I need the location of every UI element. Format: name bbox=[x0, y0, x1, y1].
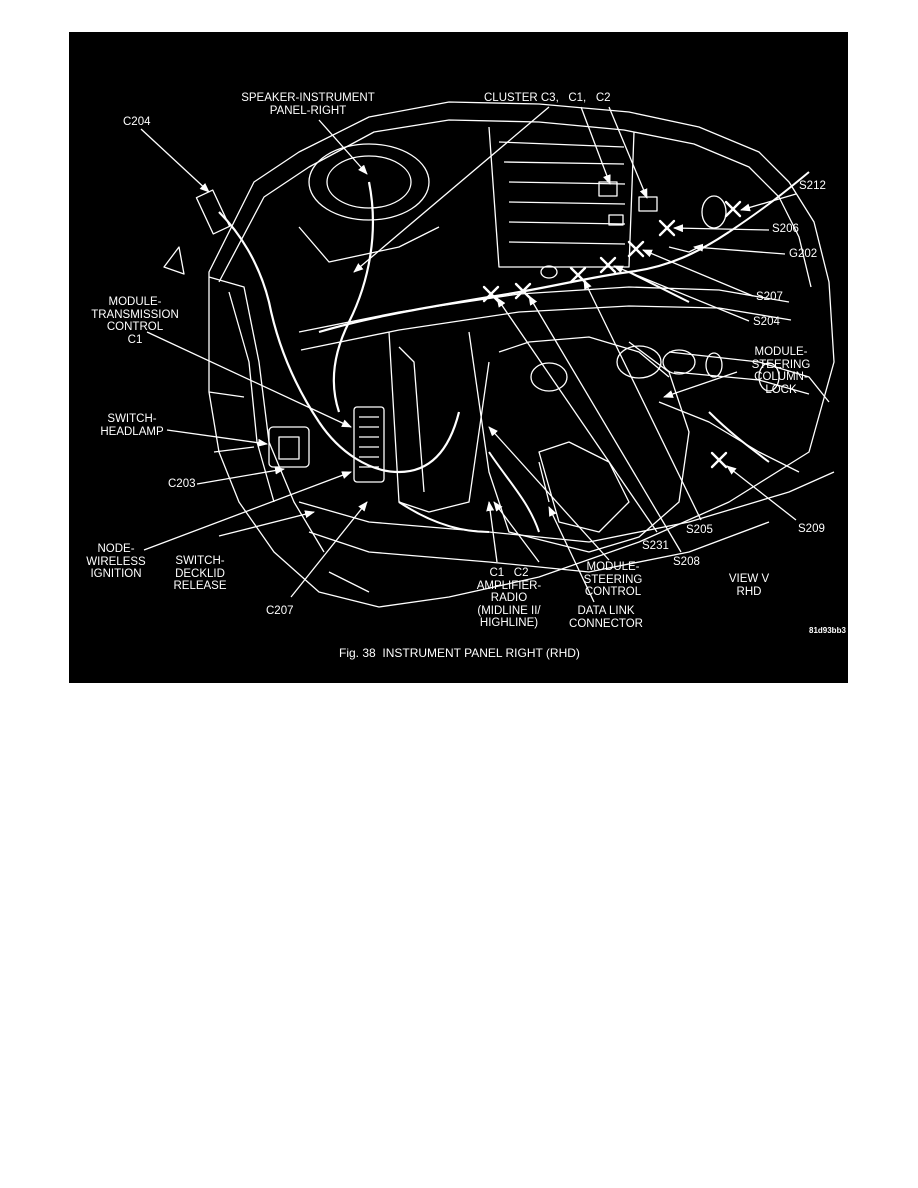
label-s208: S208 bbox=[673, 556, 700, 568]
splice-mark-s231 bbox=[482, 285, 500, 303]
label-data-link-connector: DATA LINK CONNECTOR bbox=[569, 605, 643, 630]
label-node-wireless-ignition: NODE- WIRELESS IGNITION bbox=[86, 543, 146, 580]
leader-cluster-c3 bbox=[353, 106, 550, 273]
leader-cluster-c2 bbox=[608, 106, 648, 199]
label-s204: S204 bbox=[753, 316, 780, 328]
figure-artwork bbox=[140, 101, 835, 608]
splice-mark-s207 bbox=[627, 240, 645, 258]
leader-g202 bbox=[693, 243, 786, 255]
label-cluster: CLUSTER C3, C1, C2 bbox=[484, 92, 611, 104]
leader-amp-c2 bbox=[493, 501, 540, 563]
leader-s207 bbox=[642, 249, 754, 297]
leader-speaker bbox=[318, 119, 368, 175]
label-module-transmission-control: MODULE- TRANSMISSION CONTROL C1 bbox=[91, 296, 179, 346]
panel-drawing bbox=[163, 101, 835, 608]
leader-s212 bbox=[740, 193, 797, 212]
label-amplifier-radio: C1 C2 AMPLIFIER- RADIO (MIDLINE II/ HIGH… bbox=[476, 567, 542, 629]
leader-s204 bbox=[613, 265, 750, 322]
label-s205: S205 bbox=[686, 524, 713, 536]
leader-c203 bbox=[196, 466, 285, 485]
leader-c207 bbox=[290, 501, 368, 598]
leader-s231 bbox=[496, 297, 658, 533]
leader-s208 bbox=[528, 295, 682, 553]
wiring-figure: C204 SPEAKER-INSTRUMENT PANEL-RIGHT CLUS… bbox=[69, 32, 848, 683]
splice-mark-s208 bbox=[514, 282, 532, 300]
label-module-steering-control: MODULE- STEERING CONTROL bbox=[583, 561, 643, 598]
splice-mark-s206 bbox=[658, 219, 676, 237]
leader-cluster-c1 bbox=[580, 106, 611, 185]
label-s209: S209 bbox=[798, 523, 825, 535]
leader-data-link bbox=[548, 506, 595, 603]
leader-c204 bbox=[140, 128, 210, 193]
leader-module-tc bbox=[146, 331, 352, 428]
leader-module-scl bbox=[663, 371, 738, 398]
leader-module-sc bbox=[488, 426, 610, 561]
label-switch-decklid-release: SWITCH- DECKLID RELEASE bbox=[173, 555, 227, 592]
figure-id-code: 81d93bb3 bbox=[809, 626, 846, 635]
label-s231: S231 bbox=[642, 540, 669, 552]
label-s206: S206 bbox=[772, 223, 799, 235]
leader-switch-decklid bbox=[218, 510, 315, 537]
label-speaker-instrument-panel-right: SPEAKER-INSTRUMENT PANEL-RIGHT bbox=[241, 92, 375, 117]
label-g202: G202 bbox=[789, 248, 818, 260]
leader-lines bbox=[140, 106, 797, 603]
label-switch-headlamp: SWITCH- HEADLAMP bbox=[100, 413, 164, 438]
leader-s206 bbox=[673, 224, 770, 233]
label-s212: S212 bbox=[799, 180, 826, 192]
figure-caption: Fig. 38 INSTRUMENT PANEL RIGHT (RHD) bbox=[339, 646, 580, 660]
label-view-v-rhd: VIEW V RHD bbox=[728, 573, 770, 598]
splice-mark-s209 bbox=[710, 451, 728, 469]
leader-s209 bbox=[726, 465, 797, 521]
label-c203: C203 bbox=[168, 478, 196, 490]
leader-switch-headlamp bbox=[166, 429, 268, 447]
leader-amp-c1 bbox=[486, 501, 498, 563]
leader-node-wireless bbox=[143, 471, 352, 551]
leader-s205 bbox=[583, 279, 702, 521]
label-c204: C204 bbox=[123, 116, 151, 128]
splice-mark-s205 bbox=[569, 266, 587, 284]
label-module-steering-column-lock: MODULE- STEERING COLUMN- LOCK bbox=[751, 346, 811, 396]
splice-mark-s204 bbox=[599, 256, 617, 274]
splice-mark-s212 bbox=[724, 200, 742, 218]
label-s207: S207 bbox=[756, 291, 783, 303]
splice-marks bbox=[482, 200, 742, 469]
label-c207: C207 bbox=[266, 605, 294, 617]
